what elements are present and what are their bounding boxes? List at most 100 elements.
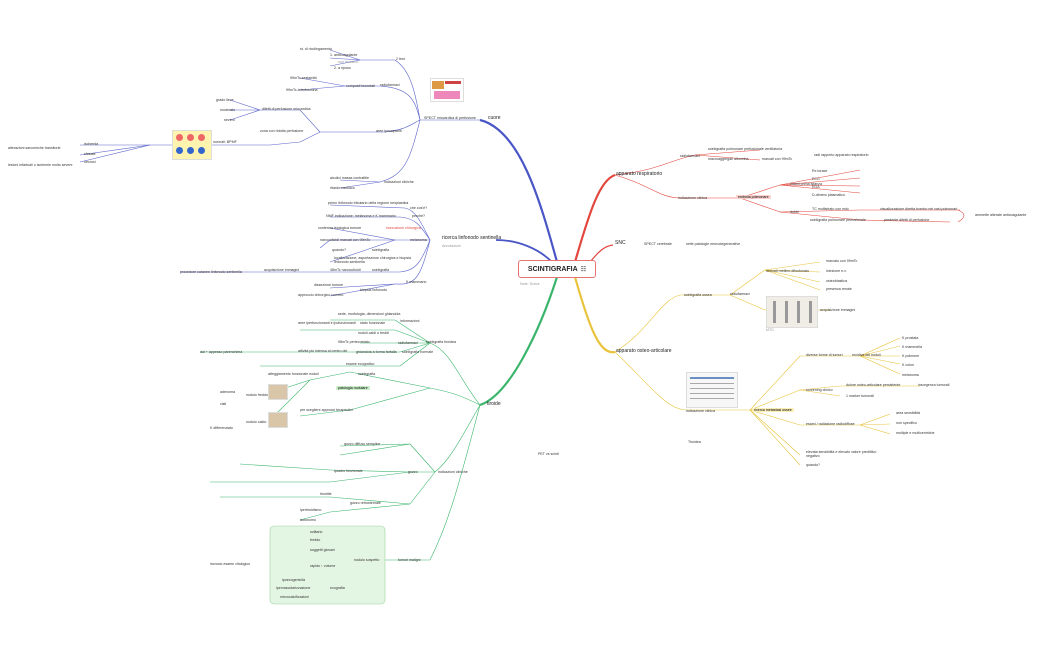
notes-icon[interactable]: ☷	[580, 266, 587, 273]
cuore-item[interactable]: radiofarmaci	[380, 83, 400, 87]
resp-item[interactable]: scintigrafia polmonare perfusionale	[810, 218, 866, 222]
osteo-item[interactable]: non specifico	[896, 421, 917, 425]
osteo-item[interactable]: recidiva dei noduli	[852, 353, 881, 357]
linfonodo-item[interactable]: scintigrafia	[372, 268, 390, 272]
patologia-nodulare-topic[interactable]: patologia nodulare	[336, 386, 370, 390]
linfonodo-item[interactable]: primo linfonodo tributario della regione…	[328, 201, 409, 205]
snc-item[interactable]: nelle patologie neurodegenerative	[686, 242, 741, 246]
osteo-item[interactable]: quando?	[806, 463, 820, 467]
osteo-item[interactable]: radiofarmaci	[730, 292, 750, 296]
green-box-item[interactable]: microcalcificazioni	[280, 595, 309, 599]
tiroide-item[interactable]: gozzo diffuso semplice	[344, 442, 381, 446]
cuore-item[interactable]: alcolici massa contrattile	[330, 176, 369, 180]
cuore-perfusion-label[interactable]: normali: BPMF	[213, 140, 237, 144]
osteo-item[interactable]: 1 marker tumorali	[846, 394, 874, 398]
osteo-item[interactable]: diverse forme di tumori	[806, 353, 843, 357]
topic-cuore[interactable]: cuore	[488, 115, 501, 121]
osteo-item[interactable]: marcato con 99mTc	[826, 259, 858, 263]
tiroide-item[interactable]: scintigrafia tiroidea	[426, 340, 456, 344]
tiroide-item[interactable]: atteggiamento funzionale noduli	[268, 372, 319, 376]
osteo-item[interactable]: K mammella	[902, 345, 922, 349]
resp-item[interactable]: esami prima istanza	[790, 182, 822, 186]
osteo-item[interactable]: K prostata	[902, 336, 919, 340]
cuore-item[interactable]: alterazioni sarcomiche transitorie	[8, 146, 61, 150]
osteo-item[interactable]: melanoma	[902, 373, 919, 377]
cuore-item[interactable]: composti tecnetati	[346, 84, 375, 88]
tiroide-item[interactable]: K differenziato	[210, 426, 233, 430]
green-box-item[interactable]: rapido ↑ volume	[310, 564, 336, 568]
resp-item[interactable]: D-dimero plasmatico	[812, 193, 845, 197]
tiroide-item[interactable]: gozzo retrosternale	[350, 501, 381, 505]
resp-item[interactable]: TC multistrato con mdc	[812, 207, 849, 211]
embolia-topic[interactable]: embolia polmonare	[736, 195, 771, 199]
linfonodo-item[interactable]: esecuzione chirurgica	[386, 226, 421, 230]
cuore-item[interactable]: zona con ridotta perfusione	[260, 129, 304, 133]
cuore-item[interactable]: necrosi	[84, 160, 96, 164]
linfonodo-item[interactable]: biopsia linfonodo	[360, 288, 387, 292]
osteo-item[interactable]: iniezione e.v.	[826, 269, 847, 273]
metastasi-topic[interactable]: ricerca metastasi ossee	[752, 408, 794, 412]
tiroide-item[interactable]: adenoma	[220, 390, 235, 394]
cuore-item[interactable]: sfasate	[84, 152, 96, 156]
floating-topic-tiroidea[interactable]: Tiroidea	[688, 440, 701, 444]
linfonodo-item[interactable]: localizzazione, asportazione chirurgica …	[334, 256, 411, 264]
resp-item[interactable]: EGA	[812, 185, 820, 189]
snc-item[interactable]: SPECT cerebrale	[644, 242, 672, 246]
linfonodo-item[interactable]: che cos'è?	[410, 206, 428, 210]
linfonodo-item[interactable]: scintigrafia	[372, 248, 390, 252]
cuore-item[interactable]: indicazioni cliniche	[384, 180, 414, 184]
nodulo-freddo-image[interactable]	[268, 384, 288, 400]
resp-item[interactable]: Rx torace	[812, 169, 828, 173]
tiroide-item[interactable]: nodulo freddo	[246, 393, 268, 397]
central-topic[interactable]: SCINTIGRAFIA ☷	[518, 260, 596, 278]
topic-tiroide[interactable]: tiroide	[487, 401, 501, 407]
tiroide-item[interactable]: aree iperfunzionanti e ipofunzionanti	[298, 321, 356, 325]
topic-snc[interactable]: SNC	[615, 240, 626, 246]
tiroide-item[interactable]: ghiandola a forma farfalla	[356, 350, 397, 354]
green-box-item[interactable]: ecografia	[330, 586, 345, 590]
resp-item[interactable]: predente difetti di perfusione	[884, 218, 930, 222]
linfonodo-item[interactable]: acquisizione immagini	[264, 268, 300, 272]
linfonodo-item[interactable]: perché?	[412, 214, 425, 218]
tiroide-item[interactable]: attività più intensa al centro dei	[298, 349, 348, 353]
tiroide-item[interactable]: dal + appesso parenchima	[200, 350, 243, 354]
green-box-item[interactable]: solitario	[310, 530, 323, 534]
osteo-item[interactable]: elevata sensibilità e elevato valore pre…	[806, 450, 877, 458]
cuore-item[interactable]: 99mTc-tetrofosmina	[286, 88, 318, 92]
osteo-item[interactable]: insorgenza tumorali	[918, 383, 950, 387]
green-box-item[interactable]: nodulo sospetto	[354, 558, 380, 562]
linfonodo-item[interactable]: melanoma	[410, 238, 427, 242]
linfonodo-item[interactable]: 48mTc nanocolloidi	[330, 268, 361, 272]
cuore-item[interactable]: moderato	[220, 108, 236, 112]
topic-respiratorio[interactable]: apparato respiratorio	[616, 171, 663, 177]
resp-item[interactable]: macroaggregati albumina	[708, 157, 749, 161]
tiroide-item[interactable]: sede, morfologia, dimensioni ghiandola	[338, 312, 401, 316]
resp-item[interactable]: visualizzazione diretta trombo nei vasi …	[880, 207, 958, 211]
tiroide-item[interactable]: stato funzionale	[360, 321, 386, 325]
cuore-item[interactable]: 2. a riposo	[334, 66, 351, 70]
osteo-item[interactable]: scintigrafia ossea	[684, 293, 712, 297]
resp-item[interactable]: dubbi	[790, 210, 799, 214]
osteo-item[interactable]: K colon	[902, 363, 914, 367]
topic-spect[interactable]: SPECT miocardica di perfusione	[424, 116, 476, 120]
tiroide-item[interactable]: per scegliere approcci terapeutici	[300, 408, 353, 412]
tiroide-item[interactable]: esame ecografico	[346, 362, 375, 366]
tiroide-item[interactable]: cisti	[220, 402, 227, 406]
linfonodo-item[interactable]: nanocolloidi marcati con 99mTc	[320, 238, 371, 242]
osteo-item[interactable]: multiple e multicentriche	[896, 431, 935, 435]
tiroide-item[interactable]: quadro funzionale	[334, 469, 363, 473]
osteo-item[interactable]: indicazione clinica	[686, 409, 715, 413]
floating-topic-pet[interactable]: PET vs scinti	[538, 452, 559, 456]
topic-osteo[interactable]: apparato osteo-articolare	[616, 348, 672, 354]
linfonodo-item[interactable]: approccio chirurgico corretto	[298, 293, 344, 297]
cuore-item[interactable]: aree ipocaptanti	[376, 129, 402, 133]
green-box-item[interactable]: ipoecogenicità	[282, 578, 305, 582]
cuore-item[interactable]: severo	[224, 118, 235, 122]
resp-item[interactable]: marcati con 99mTc	[762, 157, 793, 161]
osteo-item[interactable]: presenza renale	[826, 287, 852, 291]
tiroide-item[interactable]: scintigrafia	[358, 372, 376, 376]
osteo-item[interactable]: acquisizione immagini	[820, 308, 856, 312]
cuore-item[interactable]: ischemia	[84, 142, 99, 146]
bone-scan-image[interactable]	[766, 296, 818, 328]
resp-item[interactable]: ECG	[812, 177, 820, 181]
